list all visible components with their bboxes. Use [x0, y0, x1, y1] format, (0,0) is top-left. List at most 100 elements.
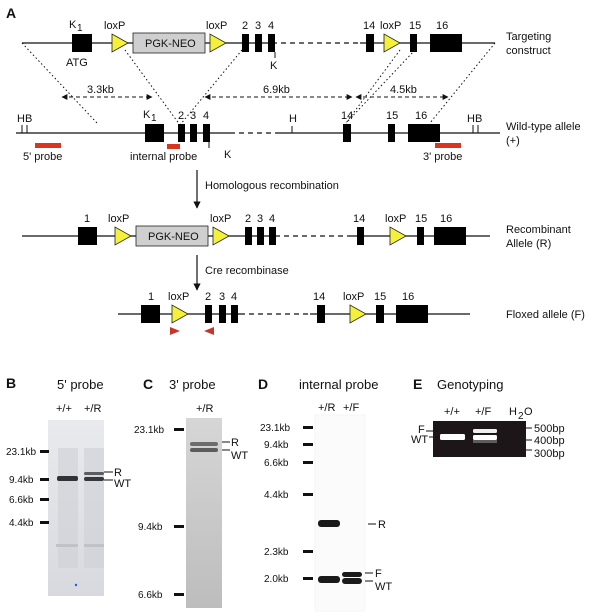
exon-label: 15 — [409, 20, 421, 32]
k-site-label: K — [224, 149, 232, 161]
wildtype-label: (+) — [506, 135, 520, 147]
marker-label: 6.6kb — [264, 458, 289, 469]
k1-site-subscript: 1 — [151, 113, 157, 124]
exon-label: 3 — [219, 291, 225, 303]
exon-label: 2 — [205, 291, 211, 303]
band — [318, 576, 340, 583]
primer-forward — [170, 327, 180, 335]
gel-e: E Genotyping +/+ +/F H 2 O 500bp 400bp 3… — [411, 376, 565, 460]
lane-label: +/+ — [444, 406, 460, 418]
exon-label: 15 — [415, 213, 427, 225]
exon-2 — [205, 305, 212, 323]
loxp-label: loxP — [104, 20, 125, 32]
blot-d: D internal probe +/R +/F 23.1kb 9.4kb 6.… — [258, 376, 392, 612]
targeting-label: construct — [506, 45, 551, 57]
exon-2 — [178, 124, 185, 142]
exon-label: 1 — [148, 291, 154, 303]
lane-label: +/R — [84, 403, 101, 415]
marker-label: 2.0kb — [264, 574, 289, 585]
cre-recombinase-label: Cre recombinase — [205, 265, 289, 277]
exon-1 — [141, 305, 160, 323]
marker-label: 400bp — [534, 435, 565, 447]
exon-label: 14 — [313, 291, 325, 303]
exon-2 — [245, 227, 252, 245]
exon-14 — [357, 227, 364, 245]
lane-label: H — [509, 406, 517, 418]
panel-label-b: B — [6, 375, 16, 391]
k-site-label: K — [270, 60, 278, 72]
exon-label: 3 — [257, 213, 263, 225]
exon-15 — [417, 227, 424, 245]
recombinant-label: Allele (R) — [506, 238, 551, 250]
loxp-triangle — [171, 304, 189, 324]
primer-reverse — [204, 327, 214, 335]
floxed-allele: 1 loxP 2 3 4 14 loxP 15 16 Floxed allele… — [118, 291, 585, 335]
marker-label: 6.6kb — [9, 495, 34, 506]
band — [57, 476, 78, 481]
panel-label-d: D — [258, 376, 268, 392]
loxp-label: loxP — [210, 213, 231, 225]
band-label-r: R — [231, 437, 239, 449]
exon-4 — [231, 305, 238, 323]
exon-label: 4 — [231, 291, 237, 303]
exon-15 — [410, 34, 417, 52]
distance-label: 4.5kb — [390, 84, 417, 96]
marker-label: 6.6kb — [138, 590, 163, 601]
probe-label: 5' probe — [23, 151, 62, 163]
exon-1 — [78, 227, 97, 245]
exon-label: 16 — [436, 20, 448, 32]
hb-site-label: HB — [467, 113, 482, 125]
exon-14 — [343, 124, 351, 142]
band-label-wt: WT — [411, 434, 428, 446]
band — [190, 442, 218, 446]
exon-label: 4 — [203, 110, 209, 122]
probe-3prime — [435, 143, 461, 148]
loxp-triangle — [212, 226, 230, 246]
exon-label: 16 — [402, 291, 414, 303]
neo-box — [132, 32, 206, 54]
marker-label: 2.3kb — [264, 547, 289, 558]
exon-label: 16 — [415, 110, 427, 122]
loxp-triangle — [389, 226, 407, 246]
exon-4 — [203, 124, 210, 142]
band-label-r: R — [114, 467, 122, 479]
exon-label: 16 — [440, 213, 452, 225]
exon-label: 2 — [178, 110, 184, 122]
loxp-triangle — [349, 304, 367, 324]
loxp-triangle — [114, 226, 132, 246]
lane-label: +/F — [343, 402, 359, 414]
band — [473, 429, 497, 433]
lane-label: +/R — [196, 403, 213, 415]
band-label-f: F — [375, 568, 382, 580]
probe-internal — [167, 144, 180, 149]
exon-label: 14 — [353, 213, 365, 225]
marker-label: 9.4kb — [264, 440, 289, 451]
exon-label: 14 — [341, 110, 353, 122]
targeting-construct: K 1 ATG loxP PGK-NEO loxP 2 3 4 K 14 lox… — [22, 19, 551, 72]
lane-label: 2 — [518, 411, 524, 422]
band — [440, 434, 465, 440]
distance-arrows: 3.3kb 6.9kb 4.5kb — [61, 84, 449, 100]
loxp-triangle — [209, 33, 227, 53]
targeting-label: Targeting — [506, 31, 551, 43]
exon-15 — [376, 305, 384, 323]
band-label-wt: WT — [375, 581, 392, 593]
exon-label: 1 — [84, 213, 90, 225]
exon-16 — [430, 34, 462, 52]
exon-label: 14 — [363, 20, 375, 32]
homologous-recombination-label: Homologous recombination — [205, 180, 339, 192]
blot-title: Genotyping — [437, 377, 504, 392]
loxp-label: loxP — [168, 291, 189, 303]
exon-label: 4 — [268, 20, 274, 32]
band — [473, 435, 497, 440]
panel-label-e: E — [413, 376, 422, 392]
exon-label: 15 — [386, 110, 398, 122]
marker-label: 4.4kb — [264, 490, 289, 501]
panel-label-c: C — [143, 376, 153, 392]
band — [190, 448, 218, 452]
exon-1 — [145, 124, 164, 142]
exon-label: 3 — [255, 20, 261, 32]
lane-label: +/R — [318, 402, 335, 414]
atg-label: ATG — [66, 57, 88, 69]
